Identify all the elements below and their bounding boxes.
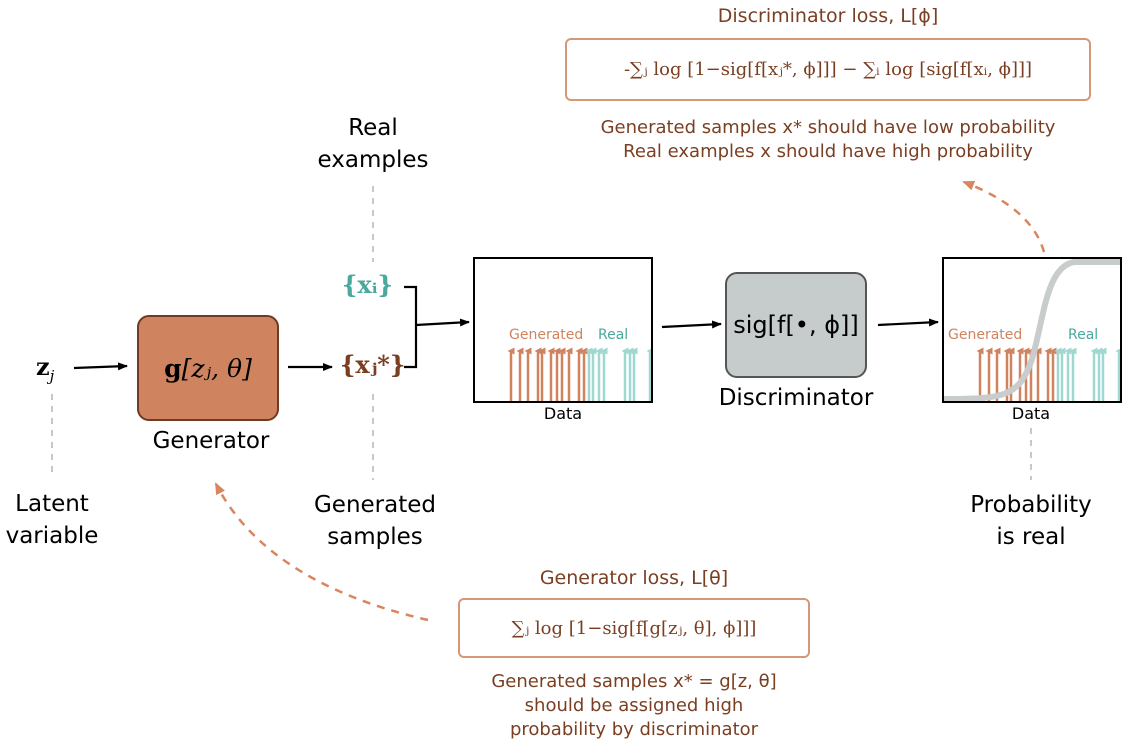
data-right-axis-label: Data [1011, 404, 1051, 423]
generated-spikes-right [976, 347, 1057, 401]
generator-box: g[zⱼ, θ] [137, 315, 279, 421]
generator-args: [zⱼ, θ] [181, 353, 252, 383]
latent-subscript: j [49, 366, 55, 385]
discriminator-loss-box: -∑ⱼ log [1−sig[f[xⱼ*, ϕ]]] − ∑ᵢ log [sig… [565, 38, 1091, 101]
bracket [404, 285, 418, 369]
real-examples-line1: Real [348, 115, 398, 141]
arrow-bracket-to-data [415, 318, 470, 327]
probability-line2: is real [996, 524, 1066, 550]
arrow-data-to-discriminator [661, 320, 722, 329]
latent-z: z [36, 352, 50, 381]
probability-line1: Probability [970, 492, 1092, 518]
generator-loss-caption-line1: Generated samples x* = g[z, θ] [491, 671, 777, 692]
real-spikes-left [585, 347, 651, 401]
generator-loss-formula: ∑ⱼ log [1−sig[f[g[zⱼ, θ], ϕ]]] [511, 617, 757, 639]
arrow-dashed-to-generator [214, 482, 429, 622]
generator-fn: g [164, 353, 182, 383]
discriminator-label: Discriminator [718, 385, 874, 411]
generated-samples-label: Generated samples [298, 489, 452, 553]
generator-formula: g[zⱼ, θ] [164, 354, 252, 383]
real-examples-symbol: {xᵢ} [342, 270, 393, 299]
real-examples-line2: examples [317, 147, 429, 173]
generated-samples-line2: samples [327, 524, 423, 550]
generator-loss-caption-line2: should be assigned high [524, 695, 744, 716]
real-spikes-right [1054, 347, 1120, 401]
discriminator-loss-caption-line2: Real examples x should have high probabi… [623, 141, 1033, 162]
data-plot-right-arrows [944, 259, 1120, 401]
data-plot-left: Generated Real [473, 257, 653, 403]
generator-label: Generator [152, 428, 270, 454]
latent-label-line1: Latent [15, 491, 89, 517]
latent-label-line2: variable [5, 523, 99, 549]
discriminator-loss-title: Discriminator loss, L[ϕ] [717, 5, 939, 27]
sigmoid-curve [944, 259, 1120, 401]
data-right-generated-label: Generated [948, 327, 1023, 343]
discriminator-formula: sig[f[•, ϕ]] [733, 311, 859, 339]
arrow-discriminator-to-prob [877, 318, 939, 327]
real-examples-label: Real examples [300, 112, 446, 176]
generated-spikes-left [507, 347, 588, 401]
data-left-axis-label: Data [543, 404, 583, 423]
generator-loss-title: Generator loss, L[θ] [539, 567, 729, 589]
data-left-generated-label: Generated [509, 327, 584, 343]
discriminator-loss-caption: Generated samples x* should have low pro… [548, 116, 1108, 164]
latent-label: Latent variable [0, 488, 104, 552]
generator-loss-caption-line3: probability by discriminator [509, 719, 759, 740]
data-left-real-label: Real [598, 327, 629, 343]
generator-loss-caption: Generated samples x* = g[z, θ] should be… [444, 670, 824, 742]
arrow-latent-to-generator [73, 362, 128, 371]
discriminator-loss-formula: -∑ⱼ log [1−sig[f[xⱼ*, ϕ]]] − ∑ᵢ log [sig… [623, 59, 1033, 80]
discriminator-box: sig[f[•, ϕ]] [725, 272, 867, 378]
data-plot-left-arrows [507, 347, 651, 401]
generated-samples-line1: Generated [313, 492, 437, 518]
generated-samples-symbol: {xⱼ*} [340, 350, 406, 379]
arrow-dashed-to-disc-loss [962, 180, 1046, 253]
generator-loss-box: ∑ⱼ log [1−sig[f[g[zⱼ, θ], ϕ]]] [458, 598, 810, 658]
discriminator-loss-caption-line1: Generated samples x* should have low pro… [600, 117, 1056, 138]
probability-label: Probability is real [950, 489, 1112, 553]
data-right-real-label: Real [1068, 327, 1099, 343]
data-plot-right: Generated Real [942, 257, 1122, 403]
latent-symbol: zj [36, 352, 54, 385]
